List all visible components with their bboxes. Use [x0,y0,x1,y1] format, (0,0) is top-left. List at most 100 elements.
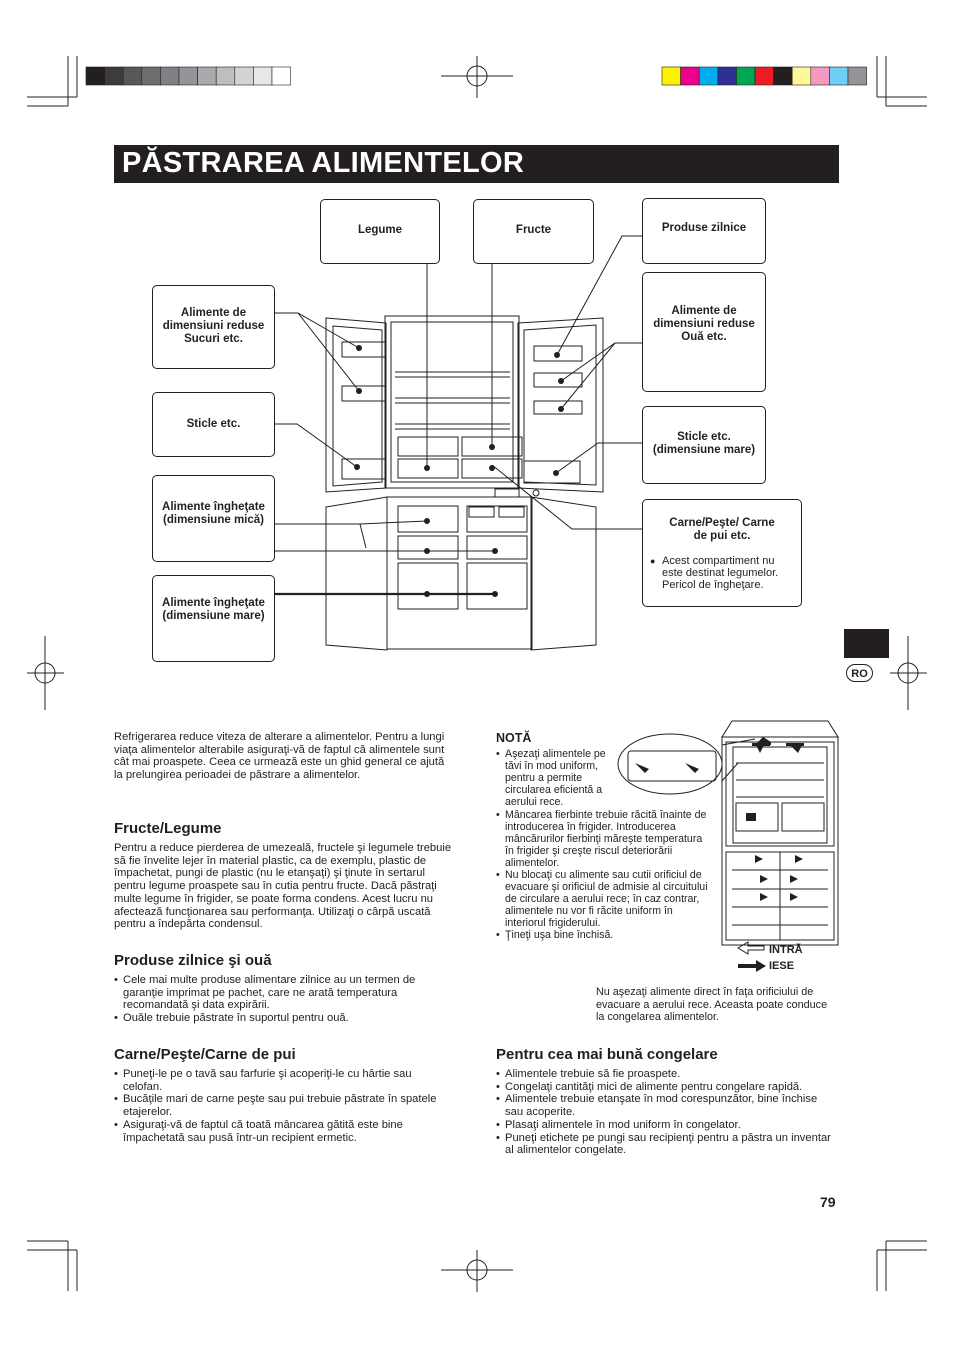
congelare-list: Alimentele trebuie să fie proaspete. Con… [496,1068,836,1157]
vent-warning: Nu aşezaţi alimente direct în faţa orifi… [596,986,828,1023]
language-badge: RO [846,664,873,682]
cmyk-color-bar [661,66,867,86]
nota-list-top: Aşezaţi alimentele pe tăvi în mod unifor… [496,748,612,808]
right-freezer-door [530,496,597,651]
callout-alimente-mici-right: Alimente de dimensiuni reduse Ouă etc. [642,272,766,392]
list-item: Asiguraţi-vă de faptul că toată mâncarea… [114,1119,444,1144]
right-upper-door [517,317,604,493]
callout-carne-text: Carne/Peşte/ Carne de pui etc. [669,517,775,542]
freezer-drawer [466,562,528,610]
leader-line [556,235,642,356]
list-item: Aşezaţi alimentele pe tăvi în mod unifor… [496,748,612,808]
in-arrow-icon [737,941,765,955]
vegetable-drawer [397,436,459,457]
vent-detail-ellipse [617,733,723,795]
intro-paragraph: Refrigerarea reduce viteza de alterare a… [114,731,445,782]
leader-line [275,523,367,549]
list-item: Ouăle trebuie păstrate în suportul pentr… [114,1012,444,1025]
freezer-body-outline [386,496,533,650]
callout-sticle-mare-text: Sticle etc. (dimensiune mare) [652,431,756,456]
callout-fructe-text: Fructe [515,224,552,236]
left-upper-door [325,317,387,493]
registration-target-left [27,636,64,710]
registration-target-top [441,56,513,98]
leader-line [275,423,358,468]
out-arrow-icon [738,960,766,972]
congelare-heading: Pentru cea mai bună congelare [496,1046,718,1063]
callout-alimente-mici-right-text: Alimente de dimensiuni reduse Ouă etc. [653,305,755,343]
freezer-drawer [397,562,459,610]
carne-list: Puneţi-le pe o tavă sau farfurie şi acop… [114,1068,444,1144]
list-item: Congelaţi cantităţi mici de alimente pen… [496,1081,836,1094]
fructe-legume-heading: Fructe/Legume [114,820,222,837]
list-item: Puneţi-le pe o tavă sau farfurie şi acop… [114,1068,444,1093]
callout-legume: Legume [320,199,440,264]
callout-carne-note: Acest compartiment nu este destinat legu… [650,555,794,591]
list-item: Plasaţi alimentele în mod uniform în con… [496,1119,836,1132]
fructe-legume-text: Pentru a reduce pierderea de umezeală, f… [114,842,452,931]
registration-target-bottom [441,1250,513,1292]
door-bin [341,341,387,358]
callout-sticle: Sticle etc. [152,392,275,457]
list-item: Cele mai multe produse alimentare zilnic… [114,974,444,1012]
callout-carne: Carne/Peşte/ Carne de pui etc. Acest com… [642,499,802,607]
list-item: Mâncarea fierbinte trebuie răcită înaint… [496,809,711,869]
control-panel [494,488,520,498]
gray-color-bar [85,66,291,86]
list-item: Nu blocaţi cu alimente sau cutii orifici… [496,869,711,929]
color-swatch [271,66,291,86]
fridge-body-outline [384,315,520,489]
produse-zilnice-list: Cele mai multe produse alimentare zilnic… [114,974,444,1025]
callout-alimente-mici-left-text: Alimente de dimensiuni reduse Sucuri etc… [162,307,265,345]
color-swatch [847,66,867,86]
list-item: Alimentele trebuie etanşate în mod cores… [496,1093,836,1118]
produse-zilnice-heading: Produse zilnice şi ouă [114,952,272,969]
leader-line [560,342,642,382]
callout-fructe: Fructe [473,199,594,264]
nota-heading: NOTĂ [496,731,532,745]
legend-in-label: INTRĂ [769,944,803,956]
callout-legume-text: Legume [357,224,403,236]
door-bin [533,400,583,415]
callout-sticle-mare: Sticle etc. (dimensiune mare) [642,406,766,484]
door-bin [533,372,583,388]
legend-out-label: IESE [769,960,795,972]
door-bin [523,460,581,484]
list-item: Puneţi etichete pe pungi sau recipienţi … [496,1132,836,1157]
left-freezer-door [325,496,388,651]
door-bin [341,458,387,480]
fridge-diagram [275,235,642,651]
freezer-drawer [397,505,459,533]
nota-list: Mâncarea fierbinte trebuie răcită înaint… [496,809,711,941]
page-number: 79 [820,1194,836,1210]
callout-produse-zilnice: Produse zilnice [642,198,766,264]
fridge-cabinet [721,736,839,946]
callout-inghetate-mica-text: Alimente îngheţate (dimensiune mică) [162,501,265,526]
freezer-drawer [397,535,459,560]
airflow-diagram [617,720,839,972]
airflow-arrow-icon [790,745,802,753]
callout-inghetate-mare-text: Alimente îngheţate (dimensiune mare) [162,597,265,622]
carne-heading: Carne/Peşte/Carne de pui [114,1046,296,1063]
leader-line [555,442,642,474]
list-item: Alimentele trebuie să fie proaspete. [496,1068,836,1081]
leader-line [275,312,360,349]
page-title-bar: PĂSTRAREA ALIMENTELOR [114,145,839,183]
callout-produse-zilnice-text: Produse zilnice [661,222,747,234]
door-bin [341,385,387,402]
list-item: Ţineţi uşa bine închisă. [496,929,711,941]
page-title: PĂSTRAREA ALIMENTELOR [122,147,525,179]
registration-target-right [890,636,927,710]
door-bin [533,345,583,362]
callout-sticle-text: Sticle etc. [186,418,241,430]
callout-alimente-mici-left: Alimente de dimensiuni reduse Sucuri etc… [152,285,275,369]
fridge-top [721,720,839,738]
airflow-arrow-icon [756,745,764,753]
leader-line [491,464,642,530]
callout-inghetate-mica: Alimente îngheţate (dimensiune mică) [152,475,275,562]
callout-inghetate-mare: Alimente îngheţate (dimensiune mare) [152,575,275,662]
list-item: Bucăţile mari de carne peşte sau pui tre… [114,1093,444,1118]
language-tab [844,629,889,658]
freezer-drawer [466,535,528,560]
